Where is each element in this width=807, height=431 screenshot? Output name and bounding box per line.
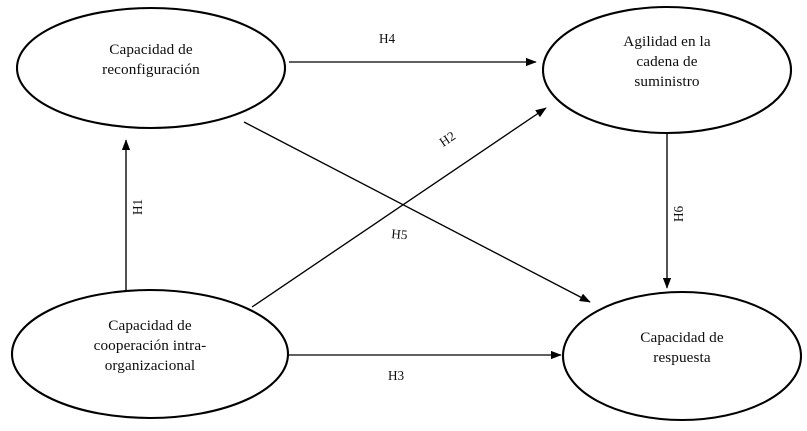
node-cooperacion-shape[interactable] [10, 288, 290, 420]
node-group [10, 5, 803, 422]
edge-h2-line[interactable] [251, 107, 547, 308]
edge-label-h4: H4 [379, 31, 396, 46]
edge-label-h1: H1 [130, 198, 145, 215]
edge-label-h3: H3 [388, 368, 405, 383]
edge-h5-line[interactable] [243, 121, 591, 303]
node-agilidad-shape[interactable] [541, 5, 793, 135]
edge-label-h5: H5 [390, 226, 409, 243]
edge-group [121, 57, 672, 360]
node-respuesta-shape[interactable] [561, 290, 803, 422]
edge-label-h6: H6 [671, 205, 686, 222]
node-reconfiguracion-shape[interactable] [15, 6, 287, 130]
